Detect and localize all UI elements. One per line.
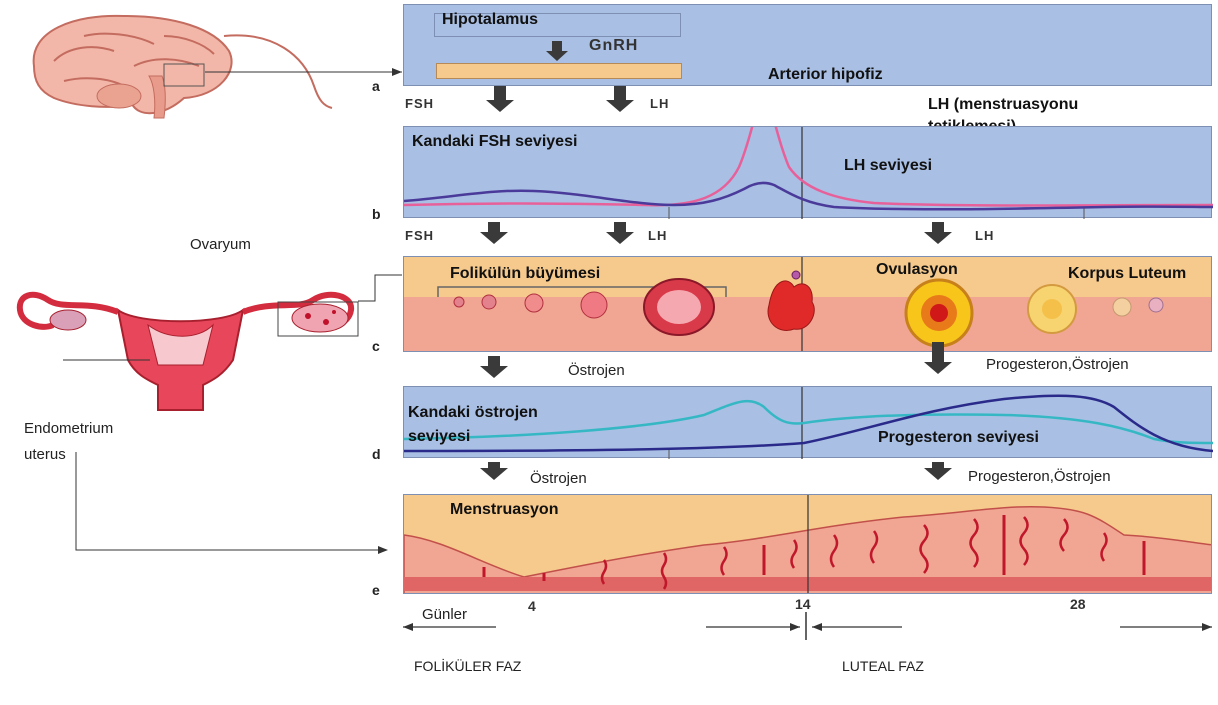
- follicular-phase-label: FOLİKÜLER FAZ: [414, 658, 521, 674]
- luteal-phase-label: LUTEAL FAZ: [842, 658, 924, 674]
